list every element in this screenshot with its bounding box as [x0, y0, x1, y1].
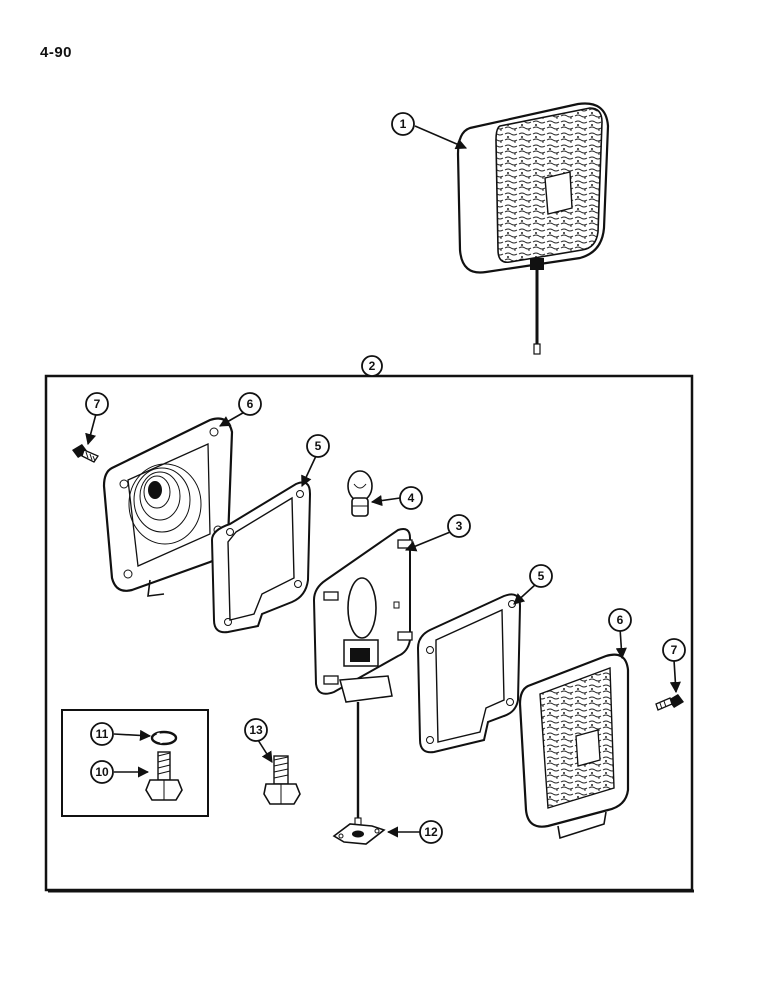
screw-part-7-right [655, 694, 684, 711]
leader-11 [113, 729, 152, 742]
bulb-part-4 [347, 470, 373, 517]
callout-2: 2 [361, 355, 383, 377]
callout-10-label: 10 [95, 765, 109, 779]
callout-4-label: 4 [408, 491, 415, 505]
callout-10: 10 [90, 760, 114, 784]
callout-1-label: 1 [400, 117, 407, 131]
callout-13-label: 13 [249, 723, 263, 737]
callout-5a-label: 5 [315, 439, 322, 453]
leader-7a [85, 413, 97, 446]
callout-13: 13 [244, 718, 268, 742]
gasket-plate-part-12 [332, 823, 386, 845]
callout-4: 4 [399, 486, 423, 510]
inset-box [61, 709, 209, 817]
bolt-part-13 [263, 755, 301, 805]
housing-part-6-left [102, 417, 234, 597]
gasket-part-5-right [416, 593, 522, 754]
callout-6a: 6 [238, 392, 262, 416]
callout-7a: 7 [85, 392, 109, 416]
lens-part-6-right [518, 653, 630, 840]
leader-7b [669, 659, 681, 694]
callout-3: 3 [447, 514, 471, 538]
page-number: 4-90 [40, 44, 73, 61]
callout-5b: 5 [529, 564, 553, 588]
callout-3-label: 3 [456, 519, 463, 533]
leader-13 [257, 739, 273, 763]
callout-11-label: 11 [96, 727, 109, 741]
callout-1: 1 [391, 112, 415, 136]
screw-part-7-left [72, 444, 99, 463]
lock-washer-part-11 [150, 730, 178, 746]
callout-12: 12 [419, 820, 443, 844]
callout-6b-label: 6 [617, 613, 624, 627]
callout-6a-label: 6 [247, 397, 254, 411]
leader-6b [615, 627, 627, 660]
leader-5b [513, 583, 537, 605]
leader-5a [301, 455, 317, 488]
callout-11: 11 [90, 722, 114, 746]
assembled-lamp-part-1 [456, 102, 610, 355]
callout-2-label: 2 [369, 359, 376, 373]
callout-7b-label: 7 [671, 643, 678, 657]
bolt-part-10 [145, 751, 183, 801]
callout-7b: 7 [662, 638, 686, 662]
callout-5b-label: 5 [538, 569, 545, 583]
socket-plate-part-3 [312, 528, 413, 827]
callout-12-label: 12 [424, 825, 438, 839]
callout-7a-label: 7 [94, 397, 101, 411]
callout-6b: 6 [608, 608, 632, 632]
leader-4 [370, 495, 401, 507]
callout-5a: 5 [306, 434, 330, 458]
leader-1 [414, 125, 468, 150]
